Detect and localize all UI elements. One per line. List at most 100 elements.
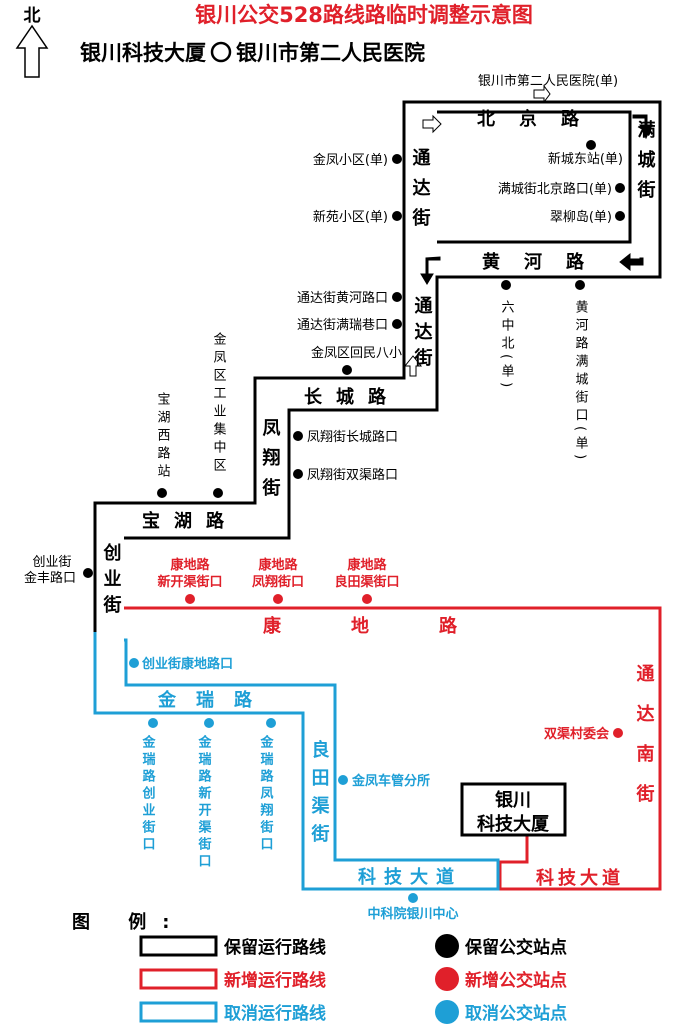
legend-keep-stop-dot [435, 934, 459, 958]
stop-tongdahuanghe: 通达街黄河路口 [297, 290, 388, 306]
stop-cancel-jinruixinkai: 金瑞路新开渠街口 [196, 734, 213, 871]
stop-dot [266, 718, 276, 728]
legend-cancel-stop: 取消公交站点 [465, 1003, 567, 1024]
cancelled-route-lines [93, 632, 500, 891]
north-arrow-icon [15, 24, 49, 78]
stop-baohuxilu: 宝湖西路站 [155, 392, 171, 482]
arrow-up-icon [403, 355, 423, 377]
stop-dot [501, 280, 511, 290]
legend: 图 例: 保留运行路线 新增运行路线 取消运行路线 保留公交站点 新增公交站点 … [72, 911, 567, 1024]
stop-dot [615, 211, 625, 221]
stop-new-shuangqu: 双渠村委会 [544, 726, 610, 742]
stop-dot [615, 183, 625, 193]
stop-dot [392, 211, 402, 221]
road-jinrui: 金瑞路 [157, 689, 272, 711]
legend-new-stop: 新增公交站点 [465, 970, 567, 991]
stop-dot [157, 488, 167, 498]
road-keji-blue: 科技大道 [358, 866, 462, 888]
stop-cancel-jinruichuangye: 金瑞路创业街口 [140, 734, 157, 854]
map-title: 银川公交528路线路临时调整示意图 [195, 3, 533, 27]
stop-dot [185, 594, 195, 604]
stop-liuzhongbei: 六中北(单) [499, 300, 515, 392]
stop-new-xinkaiqu-l2: 新开渠街口 [157, 574, 222, 590]
stop-dot [342, 365, 352, 375]
stop-dot [293, 469, 303, 479]
stop-cancel-chegguan: 金凤车管分所 [351, 773, 430, 789]
stop-dot [83, 568, 93, 578]
legend-keep-line-swatch [139, 935, 218, 957]
stop-dot [613, 728, 623, 738]
road-tongda-upper: 通达街 [410, 148, 432, 238]
road-beijing: 北京路 [477, 108, 603, 130]
stop-manchengbeijing: 满城街北京路口(单) [498, 181, 612, 197]
direction-arrows [403, 84, 653, 377]
stop-dot [575, 280, 585, 290]
stop-jinfeng: 金凤小区(单) [313, 152, 388, 168]
road-liangtianqu: 良田渠街 [309, 739, 331, 852]
road-keji-red: 科技大道 [536, 867, 624, 889]
legend-keep-stop: 保留公交站点 [464, 937, 567, 958]
stop-dot [392, 154, 402, 164]
road-fengxiang: 凤翔街 [260, 418, 282, 508]
arrow-down-icon [420, 256, 441, 285]
road-mancheng: 满城街 [635, 119, 657, 210]
destination-building [460, 782, 567, 837]
new-route-lines [124, 606, 662, 891]
north-label: 北 [24, 6, 41, 26]
stop-dot [129, 658, 139, 668]
stop-huanghemancheng: 黄河路满城街口(单) [573, 300, 589, 464]
stop-dot [392, 292, 402, 302]
stop-fengxiangshuangqu: 凤翔街双渠路口 [307, 467, 398, 483]
stop-xinchengdong: 新城东站(单) [548, 151, 623, 167]
stop-dot [338, 775, 348, 785]
legend-cancel-stop-dot [435, 1000, 459, 1024]
road-changcheng: 长城路 [304, 386, 400, 408]
road-tongda-lower: 通达街 [412, 296, 434, 374]
legend-new-line: 新增运行路线 [224, 970, 326, 991]
legend-cancel-line-swatch [139, 1001, 218, 1023]
destination-line2: 科技大厦 [477, 813, 550, 835]
road-kangdi: 康地路 [263, 615, 527, 637]
stop-yiyuan: 银川市第二人民医院(单) [478, 73, 618, 89]
arrow-right-icon [533, 84, 551, 104]
stop-dot [148, 718, 158, 728]
stop-new-liangtian-l1: 康地路 [347, 557, 387, 573]
stop-chuangye-jinfeng-line2: 金丰路口 [24, 570, 76, 586]
stop-dot [362, 594, 372, 604]
stop-tongdamanrui: 通达街满瑞巷口 [297, 318, 388, 333]
stop-dot [213, 488, 223, 498]
road-chuangye: 创业街 [101, 542, 123, 621]
arrow-right-icon [422, 114, 442, 134]
destination-line1: 银川 [495, 789, 531, 811]
cancelled-stops [129, 658, 418, 903]
stop-dot [204, 718, 214, 728]
stop-new-xinkaiqu-l1: 康地路 [170, 557, 210, 573]
stop-dot [408, 893, 418, 903]
stop-gongyejizhong: 金凤区工业集中区 [211, 331, 227, 476]
arrow-left-icon [619, 252, 644, 272]
stop-cuiliu: 翠柳岛(单) [550, 209, 612, 225]
subtitle-to: 银川市第二人民医院 [236, 41, 425, 65]
stop-fengxiangchangcheng: 凤翔街长城路口 [307, 429, 398, 445]
legend-cancel-line: 取消运行路线 [224, 1003, 326, 1024]
legend-new-stop-dot [435, 967, 459, 991]
legend-keep-line: 保留运行路线 [223, 937, 326, 958]
road-huanghe: 黄河路 [482, 251, 608, 273]
stop-new-liangtian-l2: 良田渠街口 [334, 574, 399, 590]
route-endpoint-circle-icon [210, 41, 232, 63]
kept-stops [83, 140, 625, 578]
legend-new-line-swatch [139, 968, 218, 990]
stop-dot [392, 319, 402, 329]
stop-cancel-chuangyekangdi: 创业街康地路口 [141, 656, 233, 672]
stop-new-fengxiang-l1: 康地路 [258, 557, 298, 573]
subtitle-from: 银川科技大厦 [80, 41, 206, 65]
stop-dot [586, 140, 596, 150]
kept-route-lines [93, 100, 662, 632]
stop-new-fengxiang-l2: 凤翔街口 [252, 574, 304, 590]
stop-cancel-zhongkeyuan: 中科院银川中心 [367, 906, 458, 922]
new-stops [185, 594, 623, 738]
legend-title: 图 例: [72, 911, 185, 933]
stop-cancel-jinruifengxiang: 金瑞路凤翔街口 [258, 734, 275, 854]
stop-dot [293, 431, 303, 441]
